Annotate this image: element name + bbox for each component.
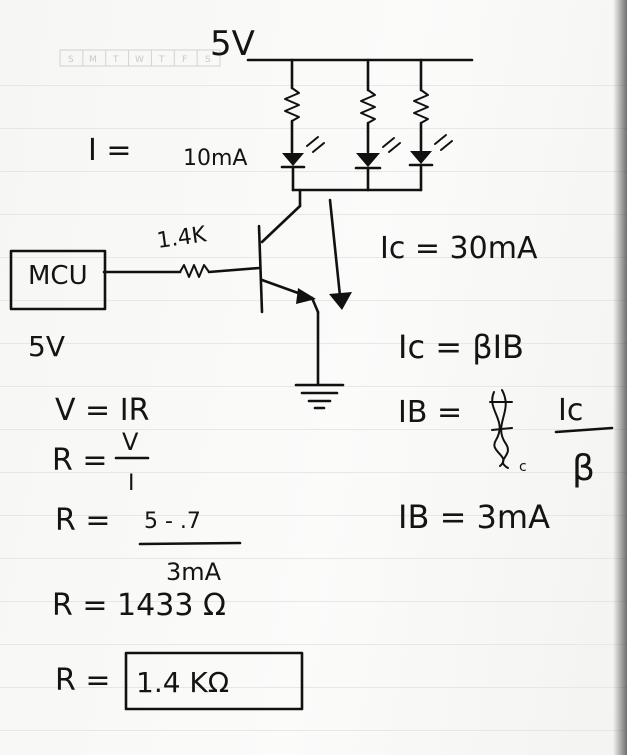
ground-symbol	[294, 383, 345, 410]
mcu-voltage: 5V	[28, 330, 65, 363]
r-sub-denominator: 3mA	[166, 558, 222, 586]
ruled-line	[0, 515, 627, 516]
scribble-mark	[489, 389, 513, 469]
r-lhs: R =	[52, 443, 108, 478]
ruled-line	[0, 601, 627, 602]
ib-numerator: Ic	[558, 393, 583, 428]
ruled-line	[0, 472, 627, 473]
npn-transistor	[257, 188, 320, 386]
r-final-lhs: R =	[55, 663, 111, 698]
ruled-line	[0, 429, 627, 430]
ruled-line	[0, 214, 627, 215]
mcu-label: MCU	[28, 261, 88, 291]
led-branch-3	[408, 58, 453, 192]
calendar-day: S	[205, 55, 211, 65]
answer-box	[124, 651, 304, 711]
supply-label: 5V	[210, 24, 255, 64]
r-denominator: I	[128, 471, 135, 496]
led-icon	[408, 134, 453, 167]
equations-left: V = IR R = V I R = 5 - .7 3mA R = 1433 Ω…	[52, 393, 304, 711]
current-annotation: I = 10mA	[88, 133, 247, 171]
scribble-subscript: c	[519, 459, 527, 475]
r-sub-fraction-bar	[138, 541, 242, 546]
r-final-value: 1.4 KΩ	[136, 666, 229, 699]
ib-lhs: IB =	[398, 395, 462, 430]
calendar-day: M	[89, 55, 97, 65]
led-icon	[280, 136, 325, 169]
ib-denominator: β	[572, 448, 595, 489]
led-branch-1	[280, 58, 325, 192]
calendar-day: T	[158, 55, 165, 65]
calendar-day: F	[182, 55, 187, 65]
equations-right: Ic = 30mA Ic = βIB IB = c Ic β IB = 3mA	[380, 231, 614, 536]
r-numerator: V	[122, 428, 139, 456]
current-value: 10mA	[183, 146, 247, 171]
led-icon	[354, 137, 401, 170]
ruled-line	[0, 257, 627, 258]
ruled-line	[0, 128, 627, 129]
calendar-day: W	[135, 55, 144, 65]
ruled-line	[0, 687, 627, 688]
ruled-line	[0, 386, 627, 387]
calendar-strip: S M T W T F S	[59, 49, 221, 67]
ohms-law: V = IR	[55, 393, 149, 428]
ib-fraction-bar	[554, 426, 614, 434]
current-label: I =	[88, 133, 132, 168]
ruled-line	[0, 171, 627, 172]
ib-value: IB = 3mA	[398, 498, 550, 536]
supply-rail: 5V	[210, 24, 474, 64]
ruled-line	[0, 558, 627, 559]
mcu-block: MCU 5V	[9, 249, 107, 363]
current-arrow	[328, 198, 352, 310]
ruled-line	[0, 85, 627, 86]
ruled-line	[0, 644, 627, 645]
base-resistor: 1.4K	[102, 222, 261, 278]
ic-value: Ic = 30mA	[380, 231, 538, 266]
r-calc: R = 1433 Ω	[52, 588, 226, 623]
calendar-day: T	[112, 55, 119, 65]
ruled-line	[0, 343, 627, 344]
r-sub-lhs: R =	[55, 503, 111, 538]
ic-formula: Ic = βIB	[398, 328, 524, 366]
r-sub-numerator: 5 - .7	[144, 509, 201, 534]
ruled-line	[0, 730, 627, 731]
calendar-day: S	[68, 55, 74, 65]
led-branch-2	[354, 58, 401, 192]
resistor-label: 1.4K	[155, 222, 208, 254]
